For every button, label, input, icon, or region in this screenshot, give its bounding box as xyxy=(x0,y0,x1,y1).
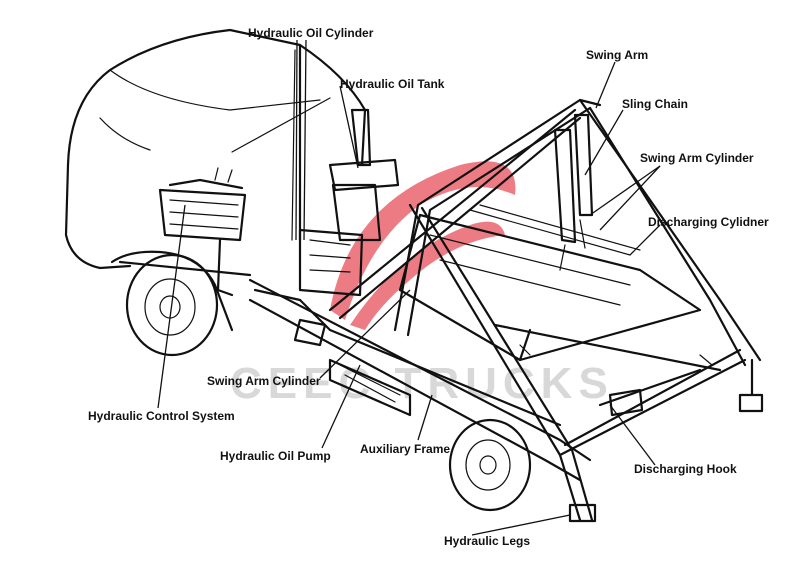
rear-wheel xyxy=(448,418,532,512)
front-wheel xyxy=(125,253,219,357)
label-auxiliary-frame: Auxiliary Frame xyxy=(360,442,450,456)
skip-container xyxy=(398,213,702,362)
label-swing-arm-cylinder-top: Swing Arm Cylinder xyxy=(640,151,754,165)
labels: Hydraulic Oil Cylinder Hydraulic Oil Tan… xyxy=(88,26,769,548)
label-discharging-hook: Discharging Hook xyxy=(634,462,737,476)
label-hydraulic-control-system: Hydraulic Control System xyxy=(88,409,235,423)
leader-lines xyxy=(157,39,661,536)
label-swing-arm: Swing Arm xyxy=(586,48,648,62)
label-hydraulic-oil-tank: Hydraulic Oil Tank xyxy=(340,77,445,91)
swing-arm-drawing xyxy=(328,98,764,523)
control-system-unit xyxy=(158,167,247,297)
auxiliary-frame-drawing xyxy=(248,278,592,482)
discharging-cylinder-drawing xyxy=(493,323,722,417)
label-discharging-cylinder: Discharging Cylidner xyxy=(648,215,769,229)
sling-chain-drawing xyxy=(469,113,641,271)
oil-tank-unit xyxy=(298,108,400,297)
label-sling-chain: Sling Chain xyxy=(622,97,688,111)
label-hydraulic-legs: Hydraulic Legs xyxy=(444,534,530,548)
label-hydraulic-oil-cylinder: Hydraulic Oil Cylinder xyxy=(248,26,374,40)
label-hydraulic-oil-pump: Hydraulic Oil Pump xyxy=(220,449,331,463)
label-swing-arm-cylinder-bottom: Swing Arm Cylinder xyxy=(207,374,321,388)
